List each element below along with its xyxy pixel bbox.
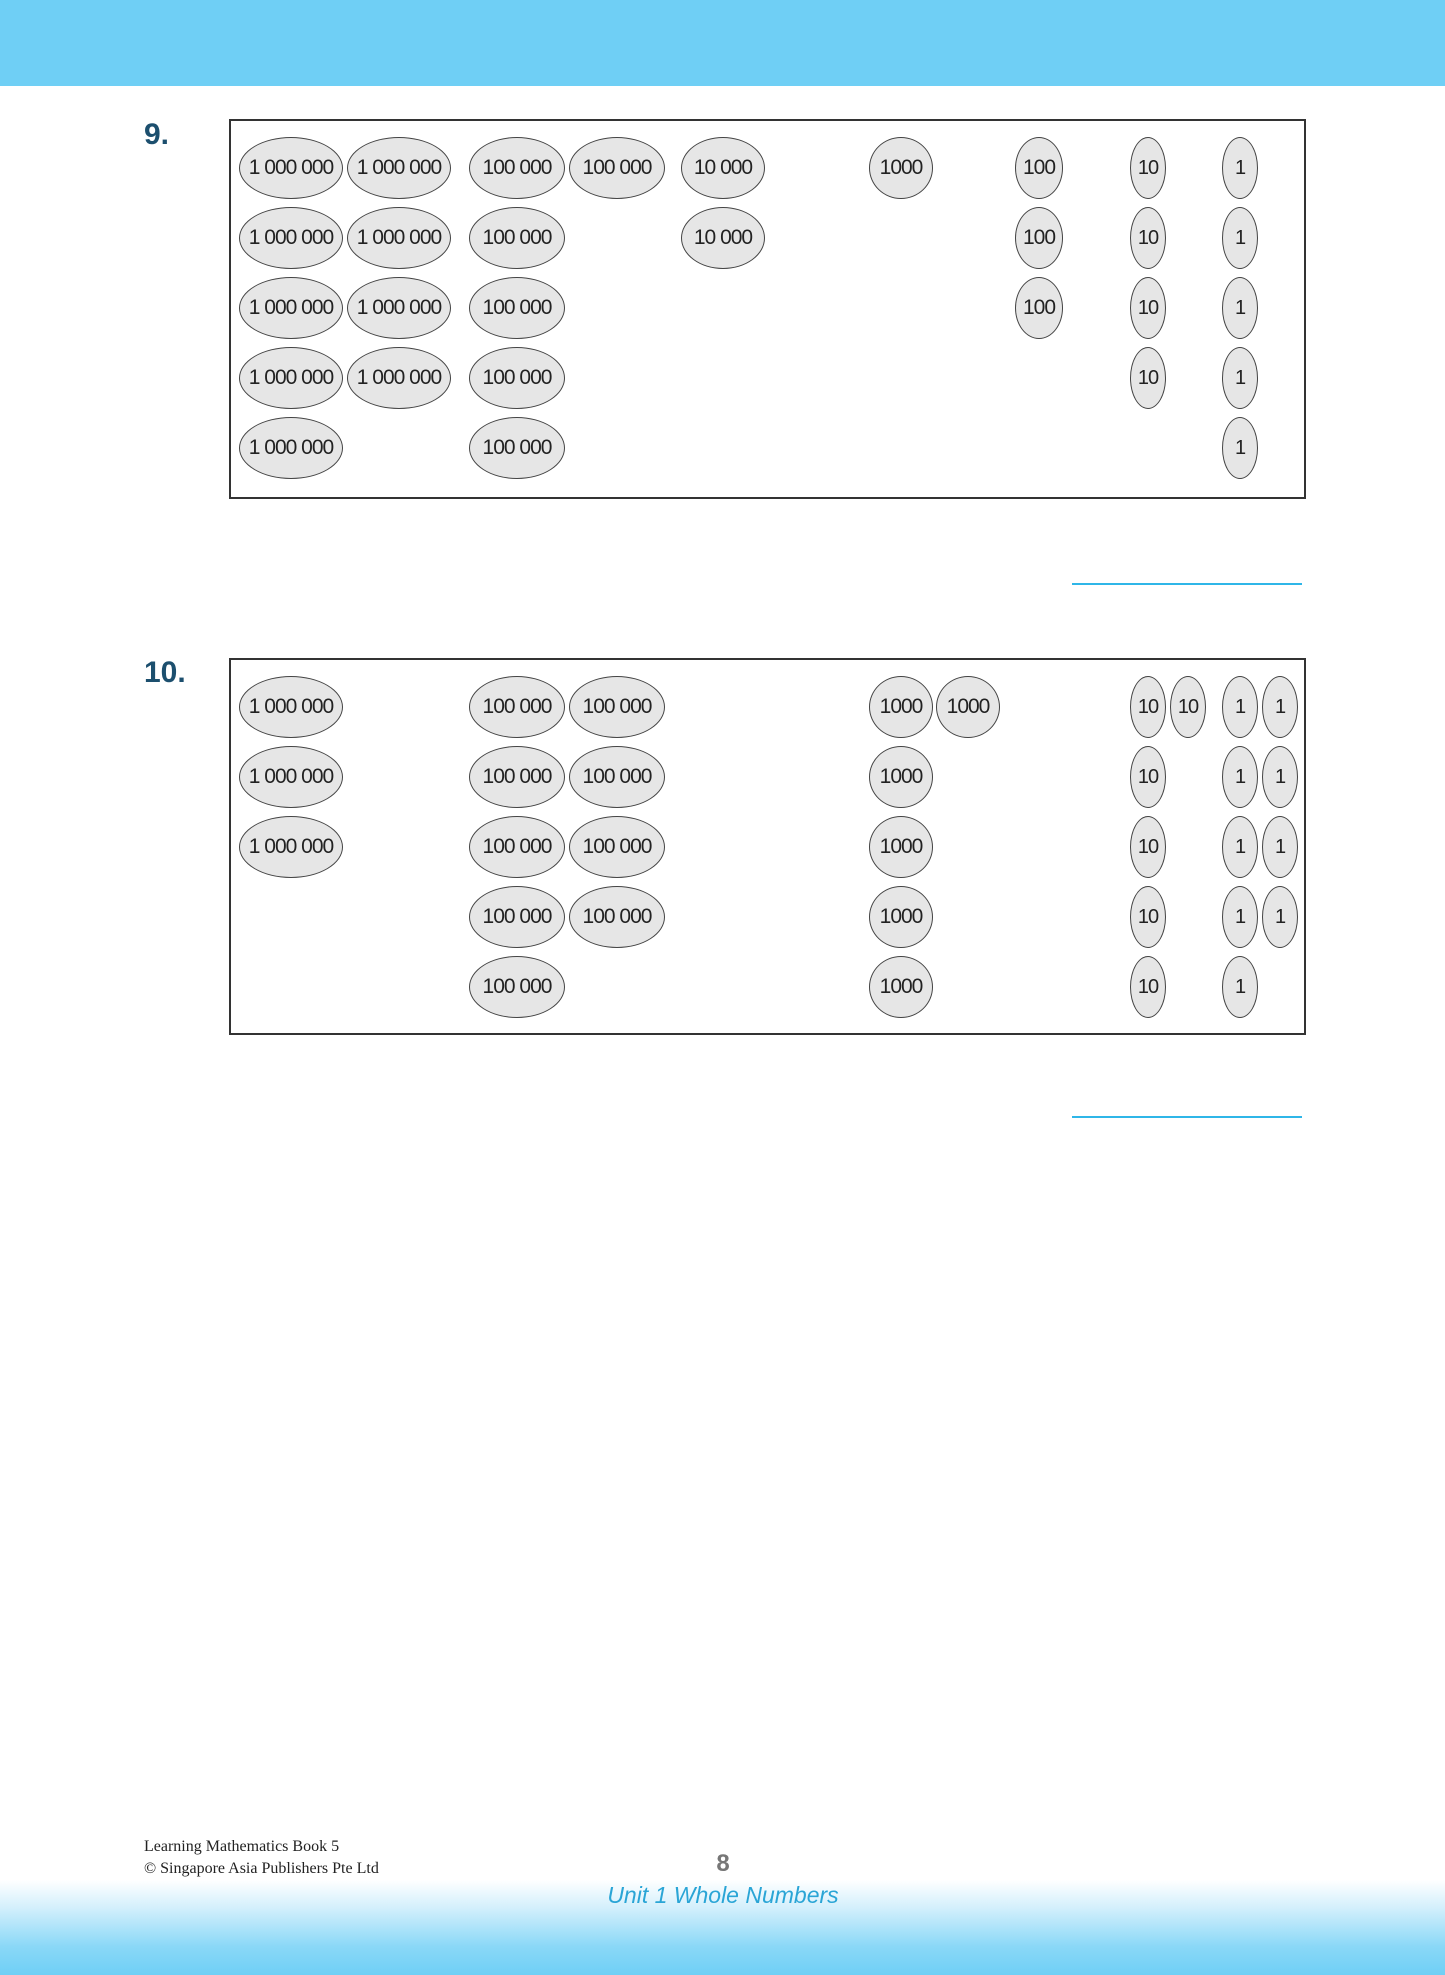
disc-hundred-thousand: 100 000 [569, 886, 665, 948]
question-number-9: 9. [144, 118, 170, 151]
disc-thousand: 1000 [869, 676, 933, 738]
disc-ten: 10 [1130, 137, 1166, 199]
disc-one: 1 [1222, 347, 1258, 409]
disc-hundred-thousand: 100 000 [469, 347, 565, 409]
disc-ten: 10 [1130, 816, 1166, 878]
disc-one: 1 [1222, 676, 1258, 738]
disc-million: 1 000 000 [347, 207, 451, 269]
disc-hundred-thousand: 100 000 [569, 816, 665, 878]
disc-hundred-thousand: 100 000 [469, 137, 565, 199]
disc-million: 1 000 000 [347, 277, 451, 339]
answer-line-q9[interactable] [1072, 583, 1302, 585]
bottom-footer-band [0, 1880, 1445, 1975]
disc-million: 1 000 000 [239, 277, 343, 339]
disc-million: 1 000 000 [239, 207, 343, 269]
footer-book-title: Learning Mathematics Book 5 [144, 1838, 340, 1855]
disc-million: 1 000 000 [347, 347, 451, 409]
disc-ten: 10 [1130, 746, 1166, 808]
disc-one: 1 [1262, 816, 1298, 878]
disc-million: 1 000 000 [239, 417, 343, 479]
disc-thousand: 1000 [869, 746, 933, 808]
disc-ten-thousand: 10 000 [681, 207, 765, 269]
disc-hundred-thousand: 100 000 [469, 746, 565, 808]
disc-million: 1 000 000 [239, 816, 343, 878]
disc-ten: 10 [1170, 676, 1206, 738]
disc-hundred-thousand: 100 000 [469, 676, 565, 738]
place-value-disc-box-q10: 1 000 000 100 000 100 000 1000 1000 10 1… [229, 658, 1306, 1035]
disc-one: 1 [1222, 417, 1258, 479]
disc-ten: 10 [1130, 207, 1166, 269]
top-header-band [0, 0, 1445, 86]
disc-million: 1 000 000 [239, 137, 343, 199]
disc-million: 1 000 000 [239, 746, 343, 808]
disc-thousand: 1000 [869, 886, 933, 948]
disc-thousand: 1000 [869, 137, 933, 199]
disc-hundred-thousand: 100 000 [469, 207, 565, 269]
disc-one: 1 [1222, 277, 1258, 339]
disc-million: 1 000 000 [347, 137, 451, 199]
disc-ten: 10 [1130, 956, 1166, 1018]
disc-one: 1 [1222, 956, 1258, 1018]
place-value-disc-box-q9: 1 000 000 1 000 000 100 000 100 000 10 0… [229, 119, 1306, 499]
disc-million: 1 000 000 [239, 676, 343, 738]
unit-title: Unit 1 Whole Numbers [607, 1882, 839, 1908]
disc-hundred-thousand: 100 000 [569, 137, 665, 199]
disc-one: 1 [1222, 886, 1258, 948]
disc-hundred-thousand: 100 000 [469, 816, 565, 878]
disc-one: 1 [1222, 816, 1258, 878]
disc-one: 1 [1222, 207, 1258, 269]
disc-hundred-thousand: 100 000 [469, 956, 565, 1018]
answer-line-q10[interactable] [1072, 1116, 1302, 1118]
disc-one: 1 [1222, 746, 1258, 808]
disc-one: 1 [1262, 746, 1298, 808]
disc-hundred: 100 [1015, 207, 1063, 269]
page-number: 8 [716, 1850, 730, 1877]
disc-million: 1 000 000 [239, 347, 343, 409]
disc-thousand: 1000 [936, 676, 1000, 738]
footer-copyright: © Singapore Asia Publishers Pte Ltd [144, 1860, 379, 1877]
disc-ten: 10 [1130, 886, 1166, 948]
disc-ten-thousand: 10 000 [681, 137, 765, 199]
disc-ten: 10 [1130, 676, 1166, 738]
disc-ten: 10 [1130, 347, 1166, 409]
disc-hundred: 100 [1015, 277, 1063, 339]
disc-hundred-thousand: 100 000 [469, 277, 565, 339]
disc-ten: 10 [1130, 277, 1166, 339]
question-number-10: 10. [144, 656, 186, 689]
disc-thousand: 1000 [869, 956, 933, 1018]
disc-hundred-thousand: 100 000 [569, 676, 665, 738]
disc-hundred: 100 [1015, 137, 1063, 199]
disc-hundred-thousand: 100 000 [569, 746, 665, 808]
disc-one: 1 [1262, 886, 1298, 948]
disc-hundred-thousand: 100 000 [469, 886, 565, 948]
disc-one: 1 [1222, 137, 1258, 199]
disc-one: 1 [1262, 676, 1298, 738]
disc-thousand: 1000 [869, 816, 933, 878]
disc-hundred-thousand: 100 000 [469, 417, 565, 479]
